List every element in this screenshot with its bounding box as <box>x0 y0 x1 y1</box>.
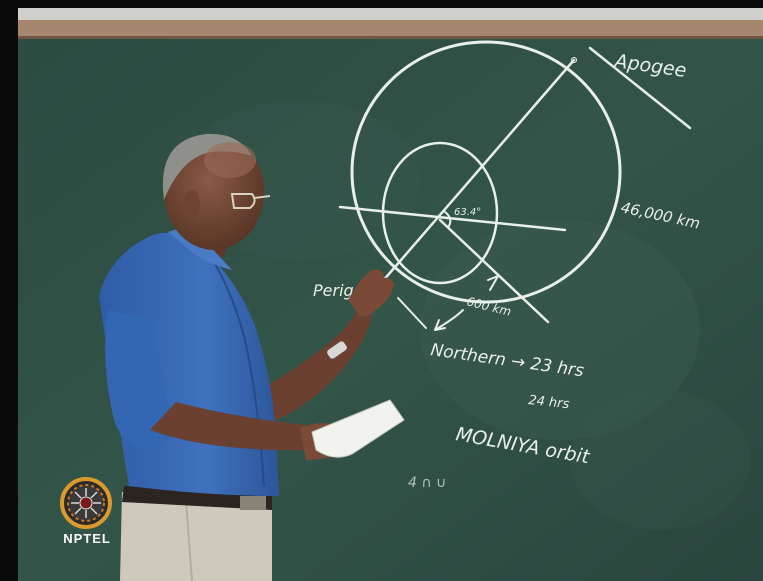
orbit-diagram <box>338 40 692 331</box>
earth-circle <box>381 141 499 285</box>
lecturer-trousers <box>120 492 272 581</box>
scribble-label: 4 ∩ ∪ <box>408 475 446 491</box>
major-axis <box>380 58 576 284</box>
perigee-label: Perig <box>313 281 354 300</box>
angle-label: 63.4° <box>454 207 481 218</box>
lecturer-raised-arm <box>258 305 372 425</box>
nptel-logo <box>60 477 112 529</box>
paper-notes <box>311 399 405 458</box>
outer-orbit <box>350 40 622 304</box>
wall-strip <box>18 8 763 22</box>
board-frame <box>18 20 763 38</box>
apogee-tangent <box>588 46 692 130</box>
nptel-logo-label: NPTEL <box>63 531 111 546</box>
glasses <box>230 193 271 209</box>
lecturer-forearm <box>150 402 316 451</box>
hours-label: 24 hrs <box>528 393 571 412</box>
equator-line <box>338 205 567 232</box>
inclination-line <box>438 218 550 324</box>
lecturer <box>99 133 405 581</box>
